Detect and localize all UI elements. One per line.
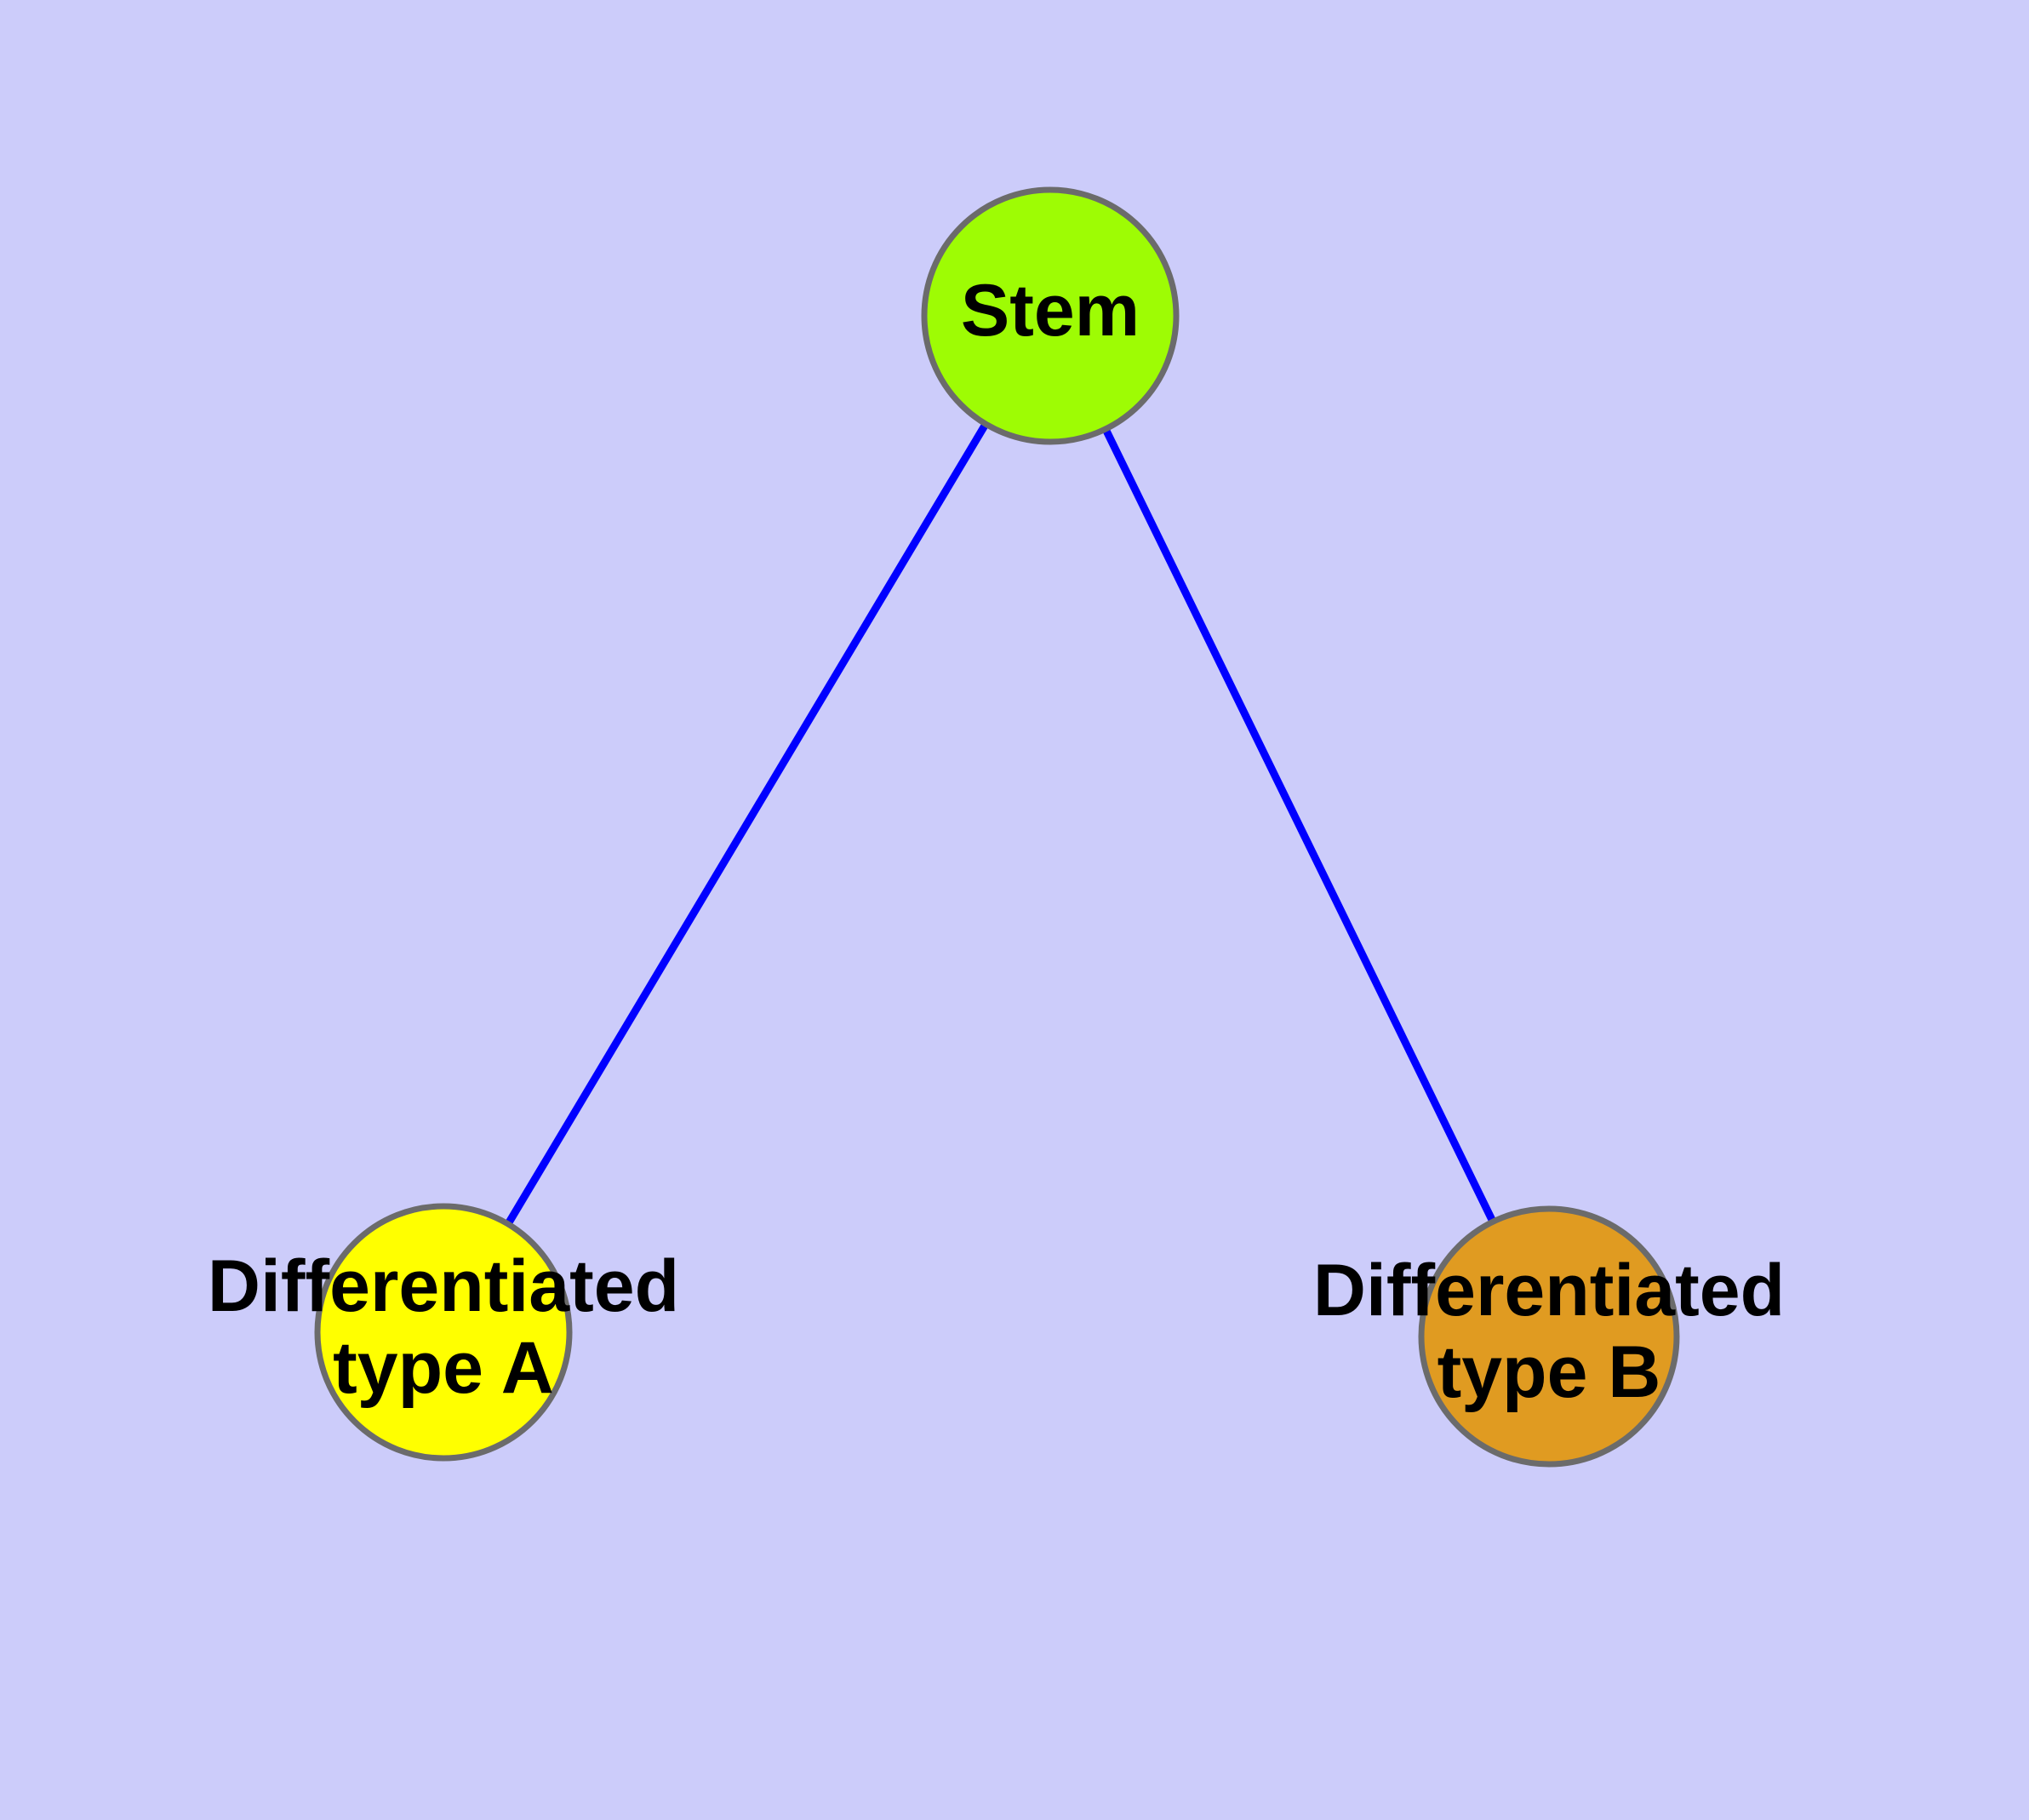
edge-stem-to-differentiated-type-a[interactable] (505, 421, 989, 1227)
node-label-line: Stem (961, 270, 1140, 352)
node-differentiated-type-a-circle[interactable] (314, 1203, 573, 1462)
node-label-line: Differentiated (208, 1245, 679, 1327)
node-differentiated-type-b-circle[interactable] (1418, 1205, 1680, 1468)
edge-stem-to-differentiated-type-b[interactable] (1101, 426, 1497, 1224)
node-label-line: Differentiated (1313, 1250, 1785, 1331)
node-differentiated-type-b[interactable] (1418, 1205, 1680, 1468)
node-label-line: type B (1437, 1331, 1661, 1413)
nodes-layer (314, 186, 1680, 1468)
node-label-line: type A (333, 1327, 554, 1409)
edges-layer (505, 421, 1497, 1227)
node-differentiated-type-a[interactable] (314, 1203, 573, 1462)
node-stem[interactable] (921, 186, 1180, 445)
node-stem-label: Stem (961, 270, 1140, 352)
node-stem-circle[interactable] (921, 186, 1180, 445)
